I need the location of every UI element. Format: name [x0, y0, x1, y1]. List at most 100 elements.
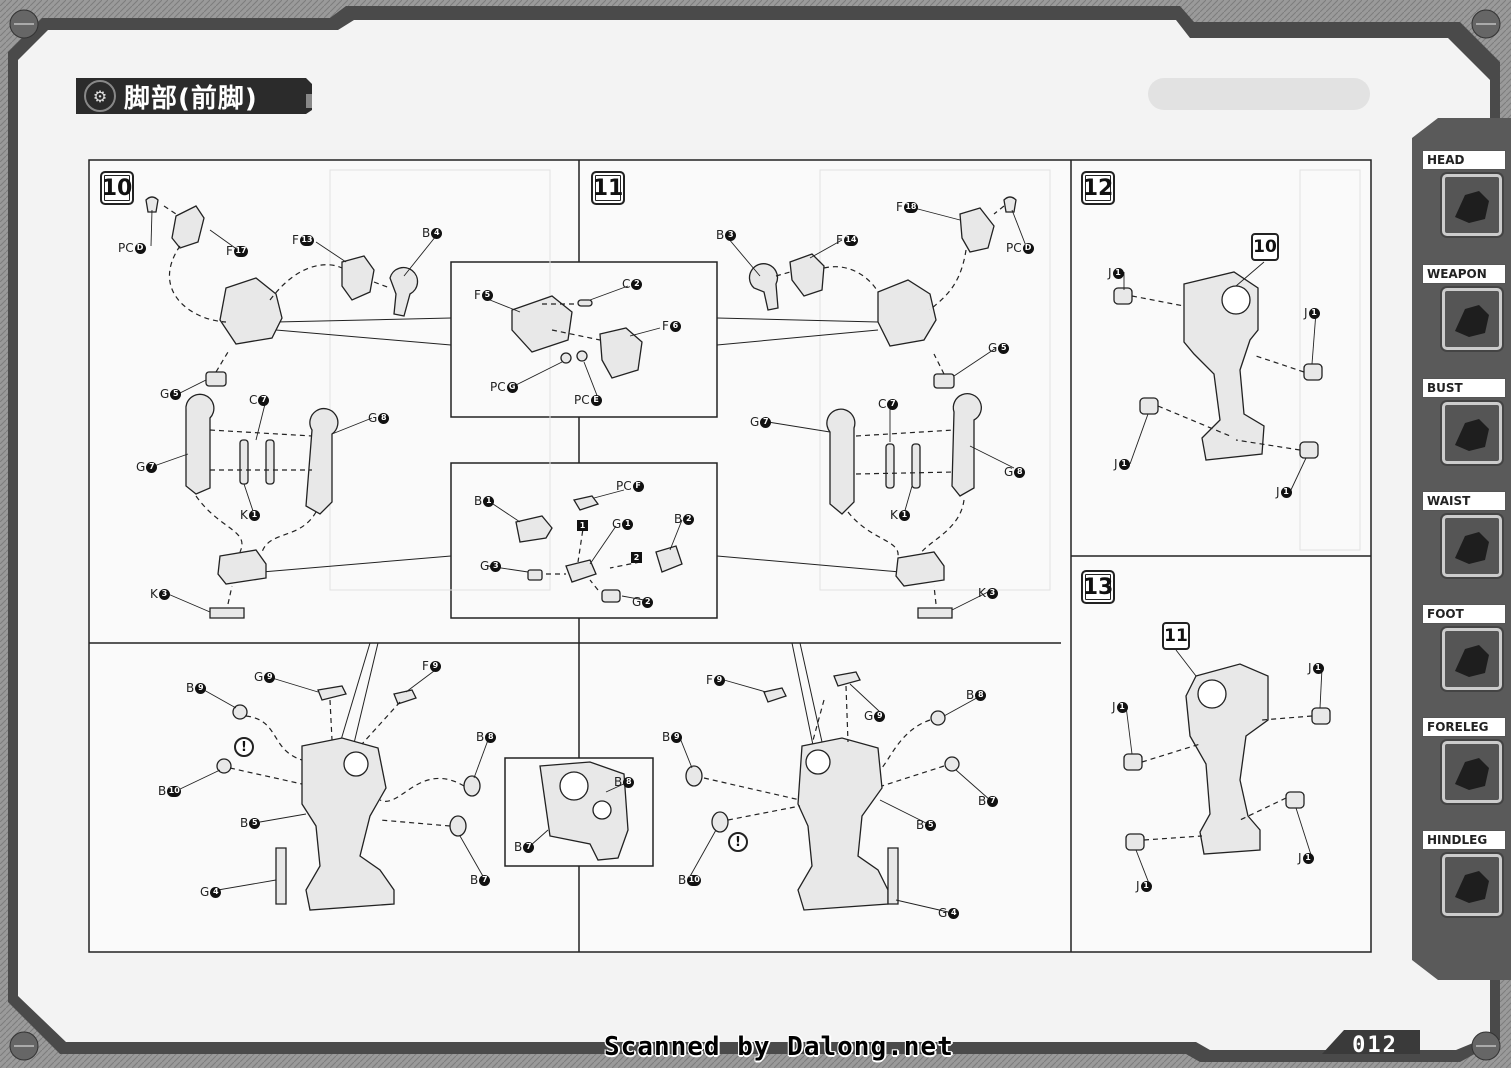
part-number-badge: 3 — [986, 587, 998, 599]
tab-hindleg[interactable]: HINDLEG — [1422, 830, 1506, 926]
tab-label: HINDLEG — [1422, 830, 1506, 850]
part-runner-letter: B — [158, 784, 167, 798]
part-number-badge: 3 — [490, 560, 502, 572]
part-runner-letter: G — [200, 885, 210, 899]
step-number: 13 — [1081, 570, 1115, 604]
part-runner-letter: F — [474, 288, 481, 302]
part-number-badge: 9 — [429, 660, 441, 672]
part-f18 — [959, 207, 995, 253]
part-b8-r — [930, 710, 946, 726]
part-number-badge: 4 — [431, 227, 443, 239]
part-number-badge: 3 — [158, 588, 170, 600]
part-foreleg-upper — [219, 277, 283, 345]
part-number-badge: 9 — [874, 710, 886, 722]
warning-icon: ! — [234, 737, 254, 757]
part-number-badge: 7 — [258, 394, 270, 406]
part-number-badge: 13 — [299, 234, 314, 246]
tab-bust[interactable]: BUST — [1422, 378, 1506, 474]
part-f17 — [171, 205, 205, 249]
part-c2-spring — [577, 299, 593, 307]
part-g5-11 — [933, 373, 955, 389]
part-runner-letter: B — [678, 873, 687, 887]
part-number-badge: 9 — [264, 671, 276, 683]
part-number-badge: 1 — [622, 518, 634, 530]
scan-credit: Scanned by Dalong.net — [604, 1032, 954, 1062]
part-runner-letter: K — [890, 508, 898, 522]
part-number-badge: 1 — [1140, 880, 1152, 892]
part-runner-letter: G — [938, 906, 948, 920]
part-pcf — [572, 495, 600, 511]
part-b1 — [515, 515, 553, 543]
part-number-badge: 1 — [1280, 486, 1292, 498]
part-number-badge: 8 — [975, 689, 987, 701]
part-g7 — [185, 393, 215, 495]
part-k3 — [209, 607, 245, 619]
part-g8 — [305, 407, 339, 515]
part-runner-letter: K — [150, 587, 158, 601]
part-runner-letter: G — [864, 709, 874, 723]
part-pc-cap-11 — [1003, 196, 1017, 213]
part-runner-letter: B — [978, 794, 987, 808]
page-number: 012 — [1352, 1032, 1398, 1058]
tab-foot[interactable]: FOOT — [1422, 604, 1506, 700]
part-number-badge: 5 — [925, 819, 937, 831]
part-number-badge: 7 — [479, 874, 491, 886]
part-runner-letter: B — [474, 494, 483, 508]
tab-label: WAIST — [1422, 491, 1506, 511]
part-runner-letter: C — [878, 397, 887, 411]
tab-weapon[interactable]: WEAPON — [1422, 264, 1506, 360]
part-b10 — [216, 758, 232, 774]
part-j1-13a — [1123, 753, 1143, 771]
part-pce — [576, 350, 588, 362]
foreleg-icon — [1442, 741, 1502, 803]
part-c7b-11 — [911, 443, 921, 489]
section-title-text: 脚部(前脚) — [124, 83, 258, 114]
tab-foreleg[interactable]: FORELEG — [1422, 717, 1506, 813]
part-runner-letter: K — [978, 586, 986, 600]
part-g9-r — [833, 671, 861, 687]
part-number-badge: 7 — [987, 795, 999, 807]
part-number-badge: 8 — [1014, 466, 1026, 478]
part-b3 — [748, 263, 779, 311]
step-number: 12 — [1081, 171, 1115, 205]
part-number-badge: 5 — [998, 342, 1010, 354]
part-number-badge: 5 — [249, 817, 261, 829]
part-g9 — [317, 685, 347, 701]
tab-head[interactable]: HEAD — [1422, 150, 1506, 246]
part-runner-letter: B — [422, 226, 431, 240]
bust-icon — [1442, 402, 1502, 464]
part-number-badge: 10 — [167, 785, 182, 797]
foot-icon — [1442, 628, 1502, 690]
part-number-badge: 1 — [1112, 267, 1124, 279]
part-pc-cap — [145, 196, 159, 213]
part-runner-letter: B — [966, 688, 975, 702]
tab-waist[interactable]: WAIST — [1422, 491, 1506, 587]
part-g4 — [275, 847, 287, 905]
part-runner-letter: G — [988, 341, 998, 355]
part-number-badge: 7 — [887, 398, 899, 410]
part-number-badge: 7 — [146, 461, 158, 473]
substep-badge: 2 — [631, 552, 642, 563]
part-runner-letter: G — [480, 559, 490, 573]
